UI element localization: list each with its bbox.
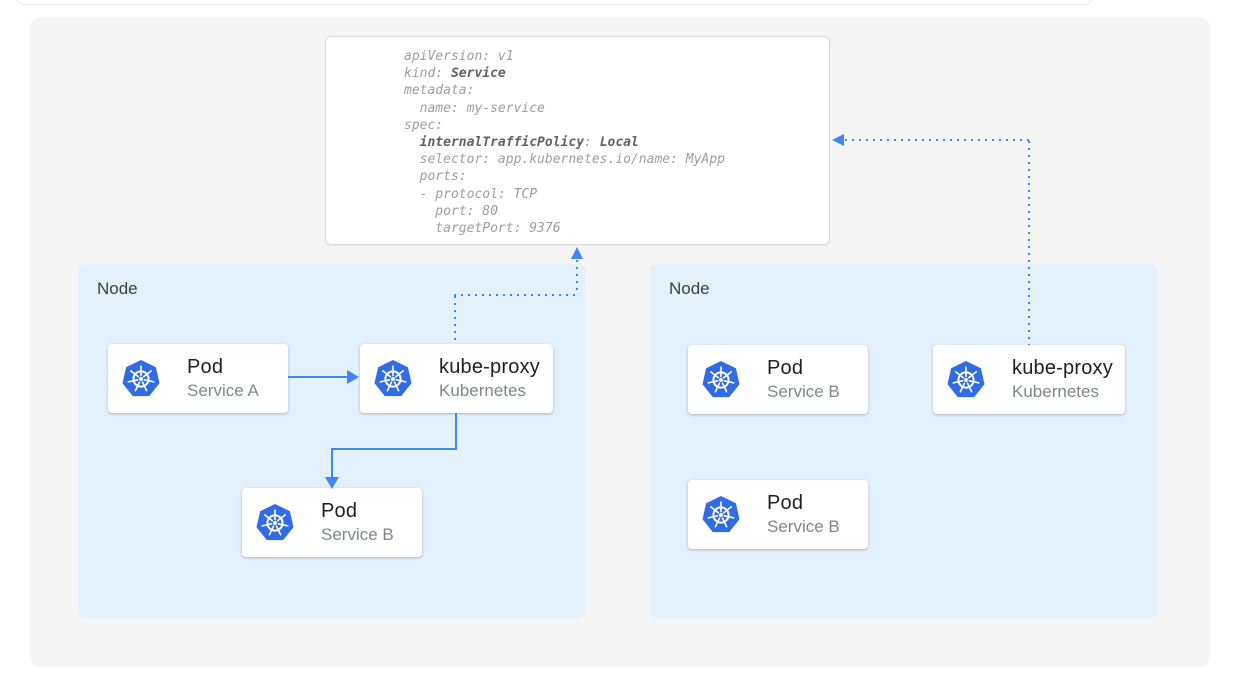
top-card-edge (15, 0, 1094, 5)
arrow-pod-a-to-kube-proxy (288, 376, 348, 378)
card-title: kube-proxy (439, 356, 540, 379)
card-subtitle: Service B (767, 382, 840, 402)
node-label: Node (669, 279, 710, 298)
card-subtitle: Kubernetes (439, 381, 526, 401)
yaml-line: port: 80 (404, 203, 498, 219)
node-label: Node (97, 279, 138, 298)
card-title: Pod (767, 492, 804, 515)
kubernetes-icon (122, 359, 160, 396)
card-title: Pod (767, 357, 804, 380)
yaml-line: name: my-service (404, 100, 545, 116)
kubernetes-icon (702, 495, 740, 532)
yaml-line: spec: (404, 117, 444, 133)
kubernetes-icon (947, 360, 985, 397)
yaml-line: - protocol: TCP (404, 186, 538, 202)
arrow-kube-proxy-to-pod-b (331, 448, 457, 450)
dotted-arrow-kube-proxy-right-to-service (1028, 141, 1030, 345)
arrowhead-up-icon (571, 247, 583, 259)
yaml-line: metadata: (404, 83, 475, 99)
yaml-line: ports: (404, 169, 467, 185)
yaml-line: kind: Service (404, 66, 506, 82)
card-subtitle: Service B (321, 525, 394, 545)
yaml-line: targetPort: 9376 (404, 221, 561, 237)
yaml-line: internalTrafficPolicy: Local (419, 135, 639, 151)
arrowhead-down-icon (325, 477, 339, 489)
card-subtitle: Service A (187, 381, 259, 401)
card-title: kube-proxy (1012, 357, 1113, 380)
card-subtitle: Kubernetes (1012, 382, 1099, 402)
node-right: Node (650, 264, 1157, 618)
arrow-kube-proxy-to-pod-b (331, 448, 333, 479)
node-left: Node (78, 264, 585, 618)
arrowhead-left-icon (832, 134, 844, 146)
dotted-arrow-kube-proxy-left-to-service (454, 294, 578, 296)
yaml-line: selector: app.kubernetes.io/name: MyApp (404, 152, 725, 168)
arrowhead-right-icon (347, 370, 359, 384)
card-title: Pod (187, 356, 224, 379)
arrow-kube-proxy-to-pod-b (455, 413, 457, 450)
kubernetes-icon (702, 360, 740, 397)
dotted-arrow-kube-proxy-left-to-service (454, 296, 456, 344)
yaml-line: apiVersion: v1 (404, 49, 514, 64)
kubernetes-icon (256, 503, 294, 540)
dotted-arrow-kube-proxy-left-to-service (576, 260, 578, 295)
card-title: Pod (321, 500, 358, 523)
kubernetes-icon (374, 359, 412, 396)
card-subtitle: Service B (767, 517, 840, 537)
dotted-arrow-kube-proxy-right-to-service (845, 139, 1029, 141)
